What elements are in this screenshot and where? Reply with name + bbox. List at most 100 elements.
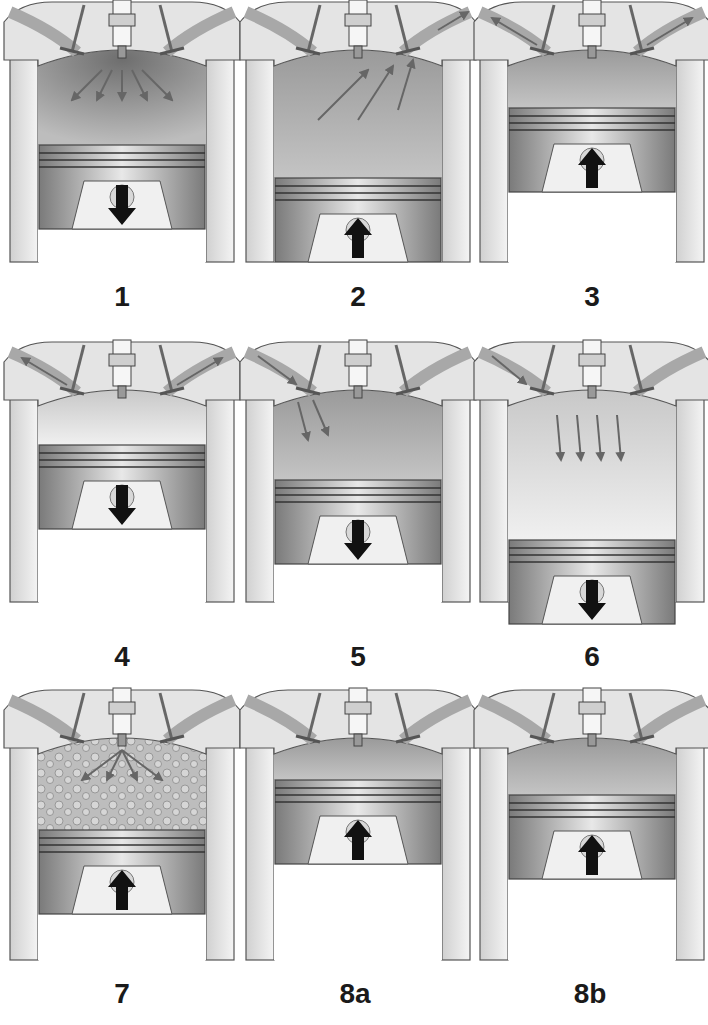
piston-ring [275,494,441,496]
piston-ring [275,787,441,789]
piston-skirt-cutout [308,516,408,564]
valve-stem [630,345,642,392]
valve-head [60,736,84,742]
panel-number: 4 [114,643,130,671]
cylinder-wall [442,58,470,262]
valve-stem [396,5,408,52]
intake-port [480,352,547,392]
spark-plug-nut [345,14,371,26]
flow-arrow [492,18,537,45]
piston-ring [275,794,441,796]
cylinder-wall [676,746,704,960]
piston-ring [39,466,205,468]
flow-arrow [122,750,162,780]
exhaust-port [167,700,234,740]
piston-ring [39,837,205,839]
piston-ring [509,561,675,563]
flow-arrow [577,415,581,460]
piston-skirt-cutout [72,181,172,229]
spark-plug-tip [588,734,596,746]
valve-head [530,736,554,742]
intake-port [246,700,313,740]
piston-ring [509,122,675,124]
cylinder-wall [676,398,704,602]
intake-port [10,700,77,740]
flow-arrow [557,415,561,460]
panel-number: 1 [114,283,130,311]
valve-stem [72,693,84,740]
valve-head [396,388,420,394]
valve-stem [72,345,84,392]
piston-skirt-cutout [72,481,172,529]
flow-arrow [318,70,368,120]
valve-head [396,48,420,54]
piston-ring [275,487,441,489]
flow-arrow [298,402,308,440]
cylinder-panel [474,688,708,960]
spark-plug-nut [345,354,371,366]
spark-plug-tip [354,734,362,746]
piston-ring [39,452,205,454]
chamber-gas [38,50,206,145]
piston-ring [509,115,675,117]
cylinder-panel [240,0,476,262]
piston-ring [275,501,441,503]
valve-head [160,388,184,394]
panel-number: 3 [584,283,600,311]
cylinder-panel [474,0,708,262]
cylinder-panel [474,340,708,624]
valve-head [630,48,654,54]
valve-head [530,388,554,394]
cylinder-panel [4,0,240,262]
flow-arrow [398,60,413,110]
piston [275,780,441,864]
motion-arrow [108,485,136,525]
piston-ring [509,554,675,556]
chamber-gas [508,390,676,540]
cylinder-wall [480,746,508,960]
spark-plug-tip [118,46,126,58]
flow-arrow [121,70,123,100]
flow-arrow [617,415,621,460]
valve-stem [308,693,320,740]
valve-stem [396,693,408,740]
exhaust-port [167,352,234,392]
piston [509,540,675,624]
exhaust-port [637,352,704,392]
flow-arrow [132,70,147,100]
chamber-gas [508,50,676,108]
spark-plug-nut [579,354,605,366]
piston [39,145,205,229]
valve-head [396,736,420,742]
flow-arrow [358,66,393,120]
valve-head [160,736,184,742]
chamber-gas [38,738,206,830]
valve-stem [542,693,554,740]
valve-head [296,736,320,742]
valve-stem [542,5,554,52]
piston-ring [39,152,205,154]
piston-skirt-cutout [542,576,642,624]
cylinder-wall [10,746,38,960]
valve-stem [630,5,642,52]
cylinder-panel [4,340,240,602]
flow-arrow [438,12,468,30]
spark-plug-nut [579,702,605,714]
piston-skirt-cutout [542,831,642,879]
spark-plug-nut [579,14,605,26]
exhaust-port [403,700,470,740]
intake-port [246,352,313,392]
spark-plug-tip [118,386,126,398]
panel-number: 8b [574,980,607,1008]
valve-head [60,48,84,54]
valve-head [296,388,320,394]
piston [39,830,205,914]
valve-stem [160,5,172,52]
piston-ring [39,166,205,168]
cylinder-wall [676,58,704,262]
valve-stem [542,345,554,392]
intake-port [10,352,77,392]
valve-stem [308,5,320,52]
piston-ring [39,459,205,461]
flow-arrow [313,400,328,435]
